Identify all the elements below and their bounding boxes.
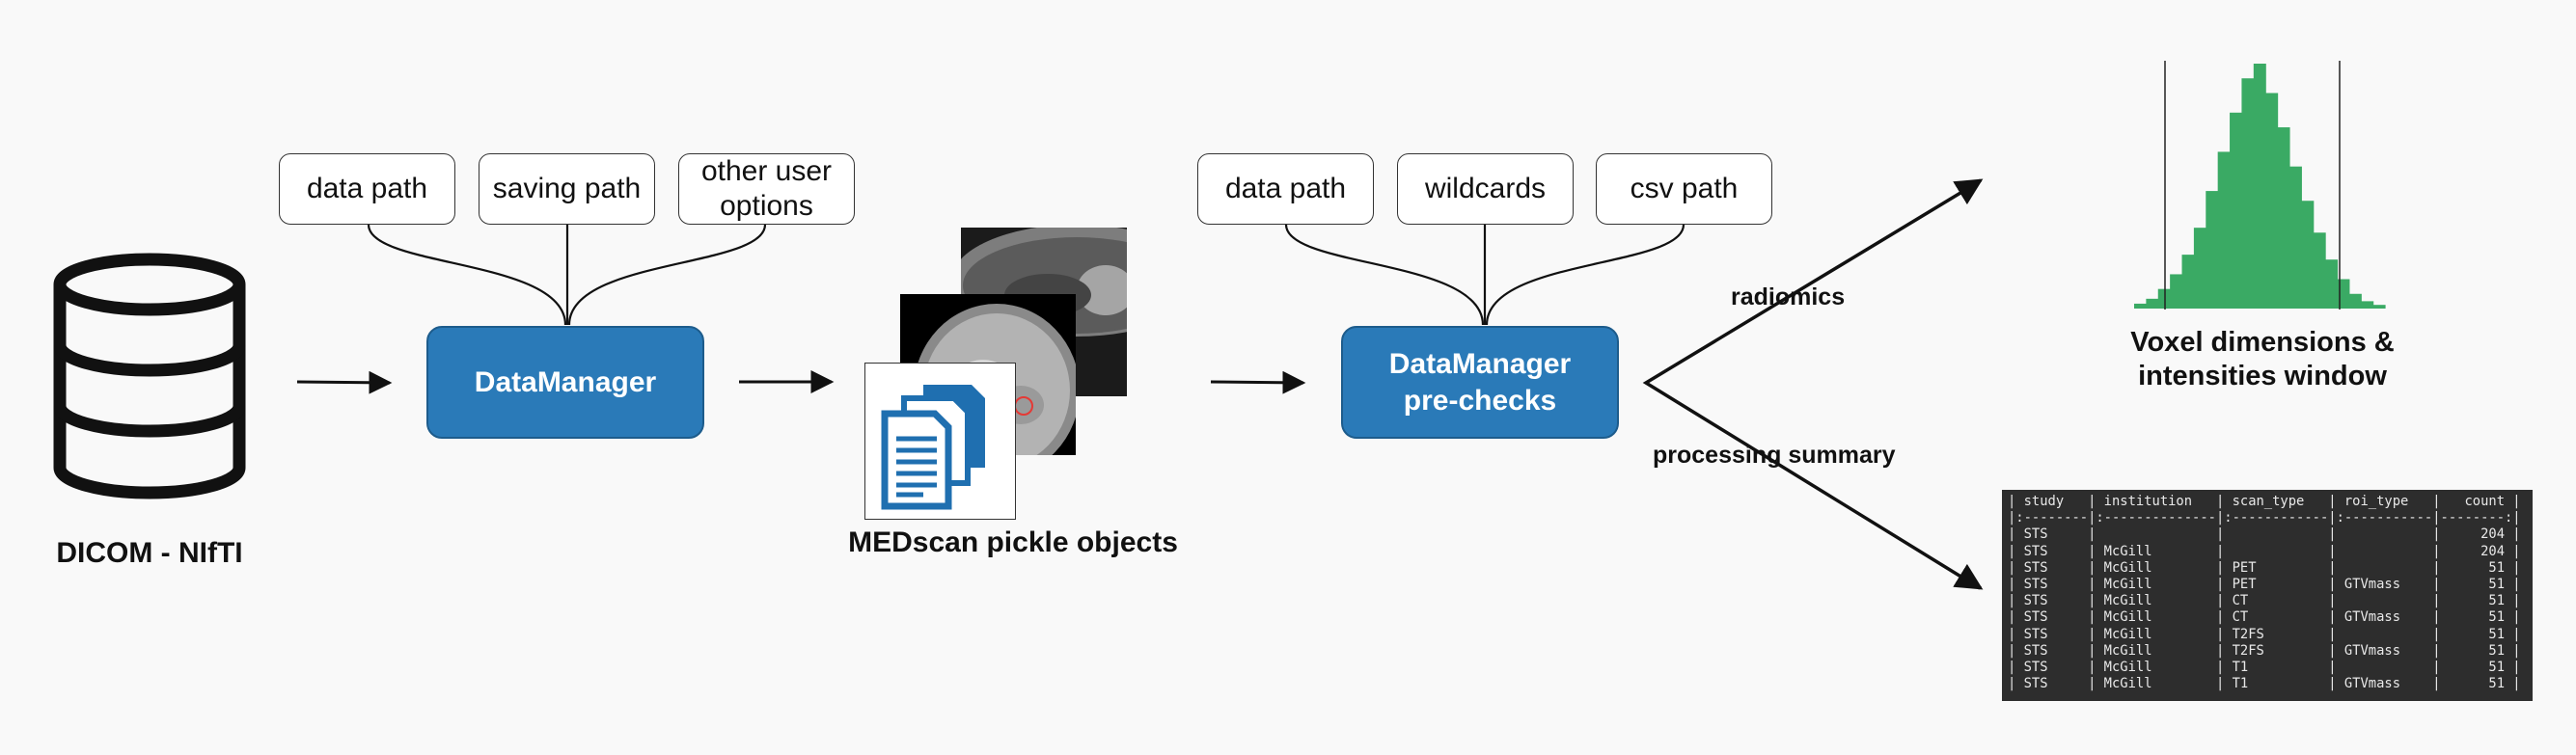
histogram-caption: Voxel dimensions & intensities window [2130,327,2395,391]
histogram-bar [2193,228,2206,309]
table-row: | STS | | | | 204 | [2008,526,2521,543]
voxel-intensity-histogram [2134,64,2386,310]
dicom-nifti-caption: DICOM - NIfTI [56,537,243,569]
option-other-user-options: other user options [678,153,855,225]
arrow-radiomics [1953,178,1984,205]
processing-summary-table: | study | institution | scan_type | roi_… [2002,490,2533,701]
table-header-row: | study | institution | scan_type | roi_… [2008,494,2521,509]
histogram-bar [2372,305,2386,309]
prechecks-option-csv-path: csv path [1596,153,1772,225]
arrow-pickles-to-prechecks [1210,370,1306,394]
database-icon [53,253,246,499]
histogram-bar [2134,303,2147,309]
datamanager-option-connectors [367,224,767,326]
table-row: | STS | McGill | PET | | 51 | [2008,559,2521,576]
histogram-bar [2277,127,2290,309]
histogram-bar [2217,151,2231,309]
prechecks-option-wildcards: wildcards [1397,153,1574,225]
table-row: | STS | McGill | CT | | 51 | [2008,593,2521,609]
histogram-bar [2265,93,2279,309]
table-row: | STS | McGill | T1 | | 51 | [2008,660,2521,676]
arrow-processing-summary [1953,563,1984,590]
histogram-bar [2206,191,2219,309]
arrow-db-to-datamanager [296,370,393,394]
table-row: | STS | McGill | | | 204 | [2008,543,2521,559]
table-separator-row: |:--------|:--------------|:------------… [2008,510,2521,526]
table-row: | STS | McGill | T2FS | | 51 | [2008,626,2521,642]
histogram-bar [2348,293,2362,309]
histogram-bar [2241,78,2255,310]
histogram-bar [2181,255,2195,309]
histogram-bar [2253,64,2266,309]
table-row: | STS | McGill | T2FS | GTVmass | 51 | [2008,642,2521,659]
processing-summary-label: processing summary [1653,442,1896,469]
medscan-pickle-caption: MEDscan pickle objects [848,526,1178,558]
option-saving-path: saving path [479,153,655,225]
branch-fork [1642,179,1981,590]
table-row: | STS | McGill | PET | GTVmass | 51 | [2008,577,2521,593]
prechecks-option-data-path: data path [1197,153,1374,225]
prechecks-option-connectors [1284,224,1685,326]
prechecks-node: DataManager pre-checks [1341,326,1619,439]
radiomics-label: radiomics [1731,283,1846,310]
histogram-bar [2361,301,2374,309]
histogram-bar [2146,298,2159,309]
histogram-bar [2313,232,2326,309]
table-row: | STS | McGill | T1 | GTVmass | 51 | [2008,676,2521,692]
histogram-bar [2325,259,2339,309]
table-row: | STS | McGill | CT | GTVmass | 51 | [2008,609,2521,626]
pickle-documents-card [864,363,1016,520]
histogram-bar [2301,201,2315,309]
histogram-bar [2170,274,2183,309]
histogram-bar [2230,112,2243,309]
histogram-bar [2288,166,2302,309]
datamanager-node: DataManager [426,326,704,439]
documents-icon [881,385,985,510]
option-data-path: data path [279,153,455,225]
